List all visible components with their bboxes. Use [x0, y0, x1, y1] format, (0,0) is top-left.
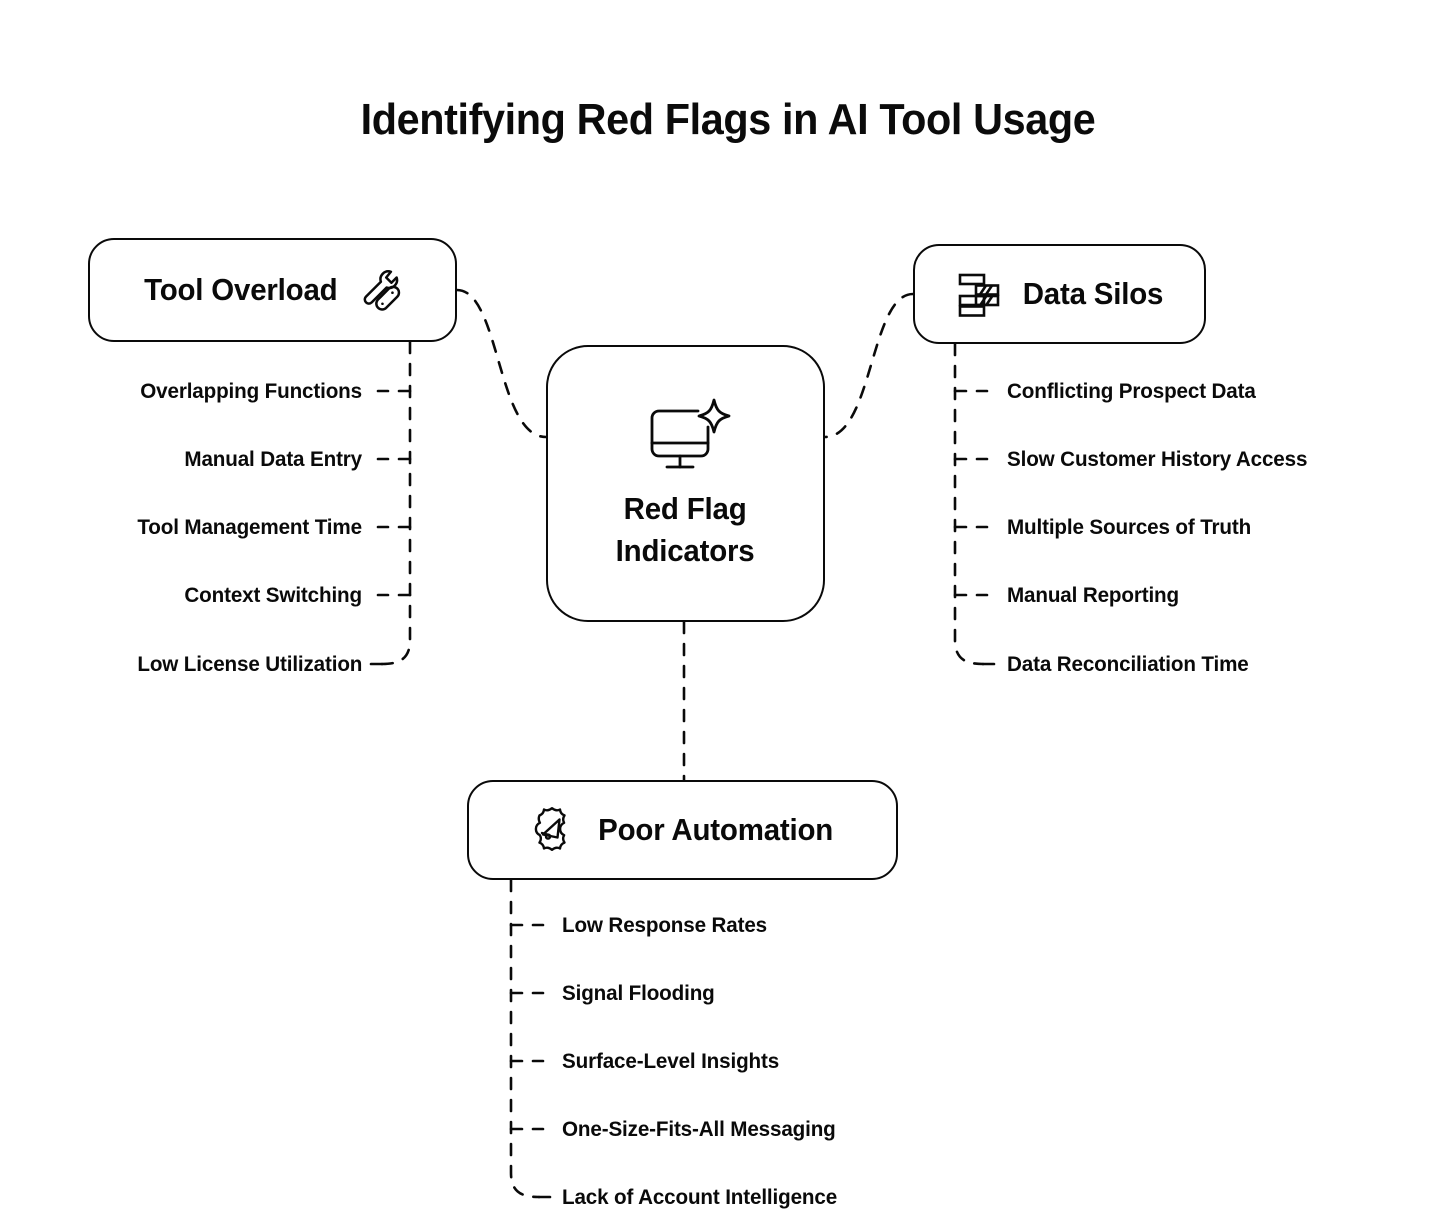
wrench-tools-icon [356, 265, 406, 315]
stacked-bars-icon [953, 268, 1005, 320]
leaf-poor-automation-4: One-Size-Fits-All Messaging [562, 1117, 836, 1141]
gear-megaphone-icon [526, 804, 578, 856]
leaf-tool-overload-1: Overlapping Functions [140, 379, 362, 403]
wire-tool-overload-to-center [455, 288, 548, 439]
leaf-data-silos-3: Multiple Sources of Truth [1007, 515, 1252, 539]
leaf-data-silos-1: Conflicting Prospect Data [1007, 379, 1256, 403]
leaf-data-silos-4: Manual Reporting [1007, 583, 1179, 607]
spine-tool-overload [380, 340, 412, 666]
node-data-silos[interactable]: Data Silos [913, 244, 1206, 344]
monitor-sparkle-icon [638, 396, 734, 478]
leaf-tool-overload-5: Low License Utilization [137, 652, 362, 676]
center-node-line1: Red Flag [624, 491, 747, 527]
leaf-poor-automation-2: Signal Flooding [562, 981, 715, 1005]
wire-data-silos-to-center [823, 292, 915, 439]
leaf-tool-overload-4: Context Switching [184, 583, 362, 607]
leaf-data-silos-5: Data Reconciliation Time [1007, 652, 1249, 676]
center-node-label: Red Flag Indicators [616, 488, 755, 570]
spine-poor-automation [509, 878, 541, 1199]
leaf-poor-automation-3: Surface-Level Insights [562, 1049, 780, 1073]
node-red-flag-indicators[interactable]: Red Flag Indicators [546, 345, 825, 622]
center-node-line2: Indicators [616, 532, 755, 568]
page-title: Identifying Red Flags in AI Tool Usage [360, 95, 1096, 144]
node-tool-overload[interactable]: Tool Overload [88, 238, 457, 342]
leaf-tool-overload-2: Manual Data Entry [184, 447, 362, 471]
leaf-data-silos-2: Slow Customer History Access [1007, 447, 1308, 471]
node-poor-automation[interactable]: Poor Automation [467, 780, 898, 880]
leaf-tool-overload-3: Tool Management Time [137, 515, 362, 539]
node-data-silos-label: Data Silos [1022, 276, 1163, 311]
node-poor-automation-label: Poor Automation [598, 812, 833, 847]
leaf-poor-automation-5: Lack of Account Intelligence [562, 1185, 838, 1209]
spine-data-silos [953, 342, 985, 666]
leaf-poor-automation-1: Low Response Rates [562, 913, 768, 937]
node-tool-overload-label: Tool Overload [143, 272, 338, 307]
